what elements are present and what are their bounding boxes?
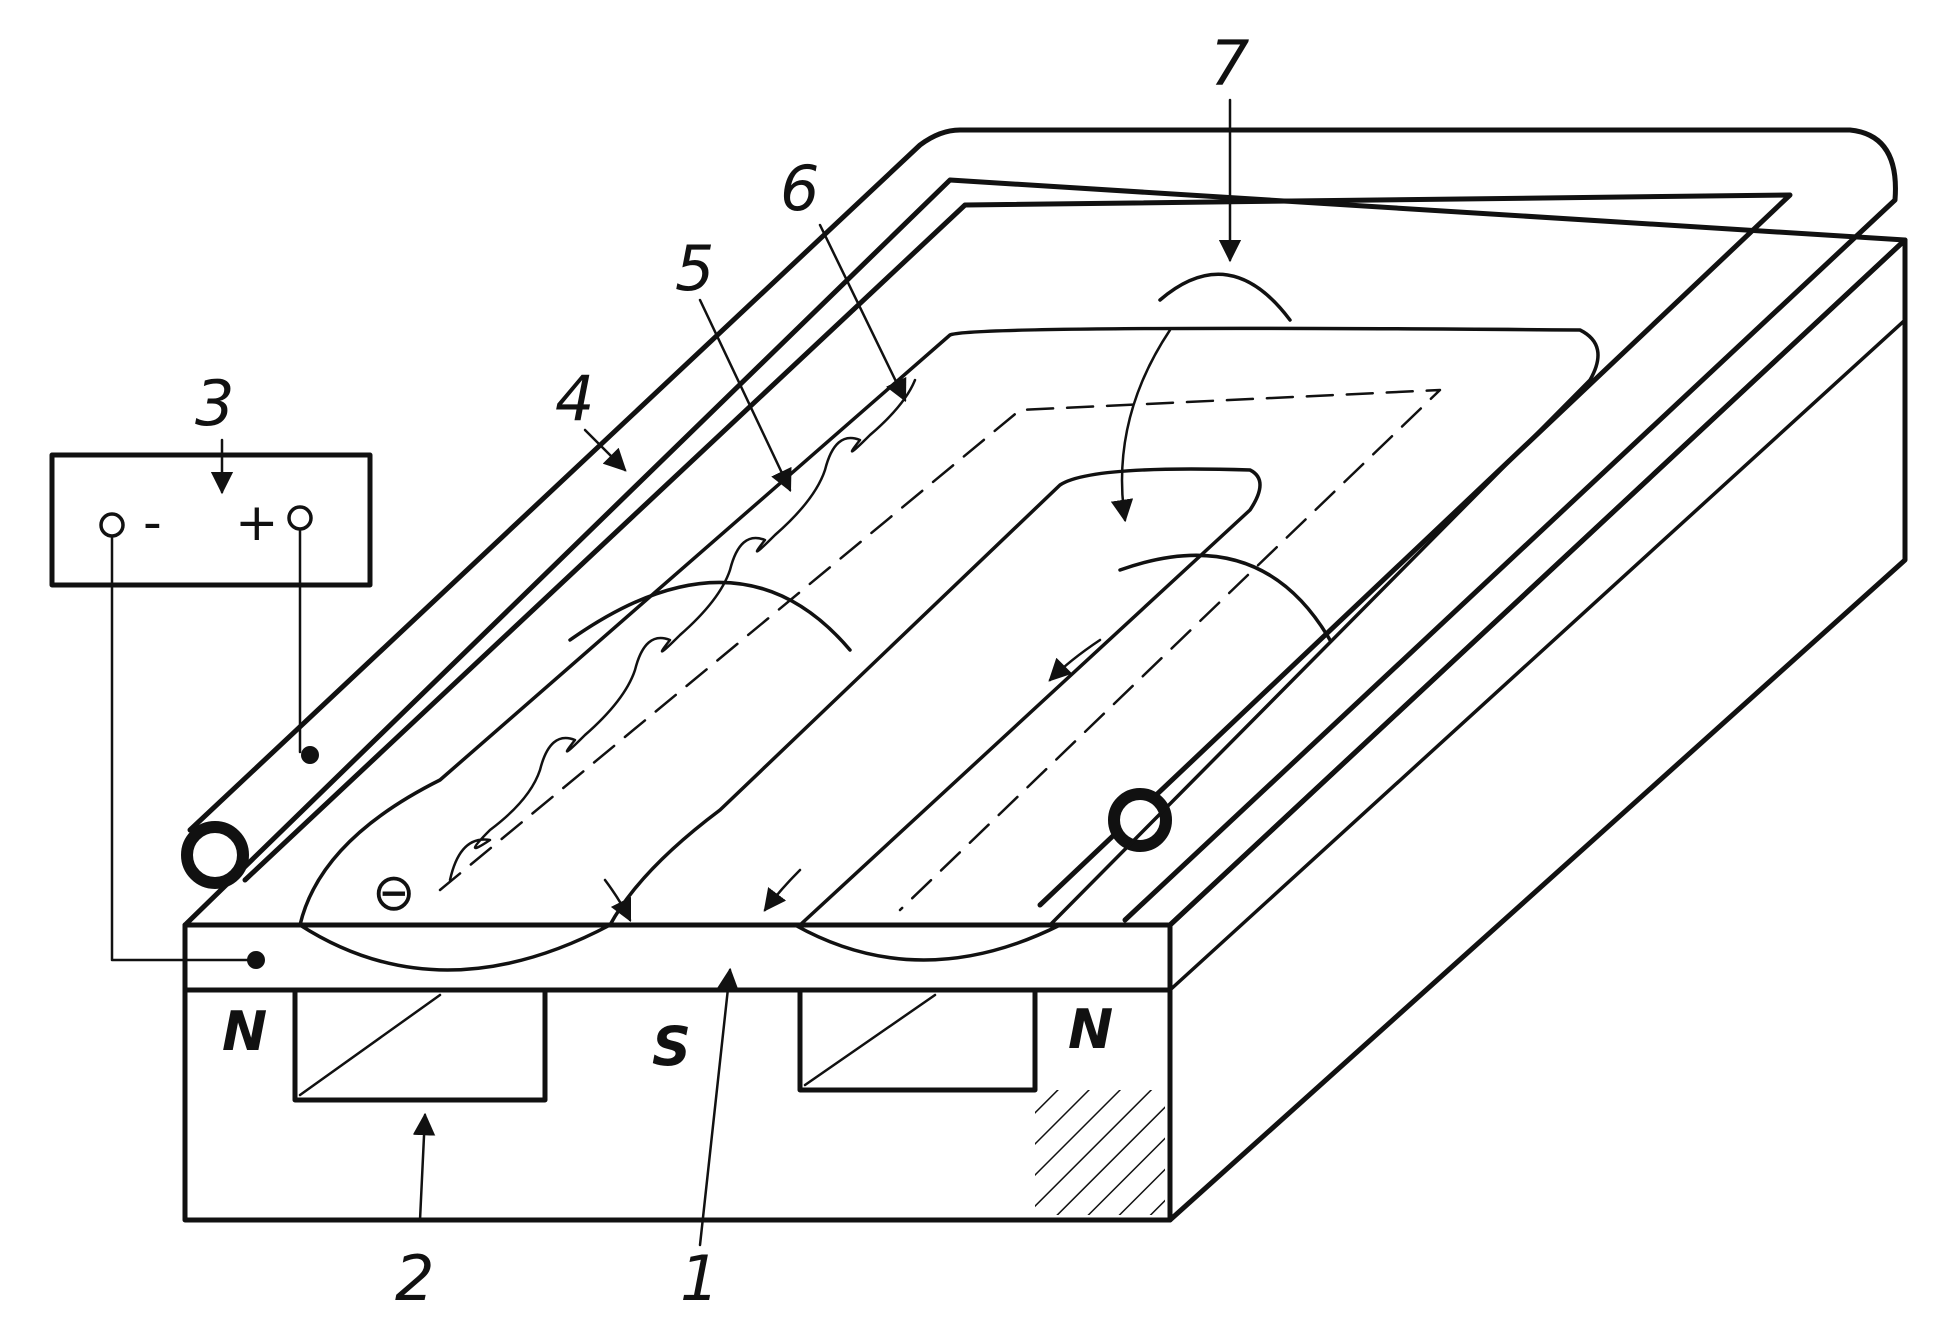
electron-dashed-path (438, 388, 1442, 912)
plasma-inner-loop (608, 467, 1262, 927)
plasma-dome-top (1158, 272, 1292, 322)
target-plate (182, 922, 1173, 993)
positive-terminal (287, 505, 313, 531)
plasma-outer-loop (298, 326, 1600, 927)
plasma-dome-left (568, 580, 852, 652)
field-line-arrow-3 (763, 868, 802, 912)
negative-terminal (99, 512, 125, 538)
power-supply-box (49, 452, 373, 588)
erosion-groove-right (793, 923, 1062, 962)
plasma-ring (298, 272, 1600, 927)
leader-lines (210, 98, 1242, 1247)
power-supply: - + (49, 452, 373, 969)
cathode-terminal-dot (247, 951, 265, 969)
minus-sign: - (143, 493, 162, 553)
target-cross-section (182, 922, 1173, 993)
pole-label-left: N (222, 1000, 267, 1063)
label-2: 2 (395, 1242, 434, 1315)
label-5: 5 (675, 232, 714, 305)
electron-symbol: ⊖ (372, 863, 416, 923)
pole-label-right: N (1068, 998, 1113, 1061)
field-line-arrow-2 (1048, 638, 1102, 682)
anode-outer-edge (187, 127, 1898, 923)
side-face-top-line (1168, 318, 1907, 992)
anode-tube-end-right (1108, 788, 1172, 852)
anode-inner-edge (242, 192, 1793, 908)
anode-terminal-dot (301, 746, 319, 764)
field-line-arrow-1 (1110, 328, 1172, 523)
label-6: 6 (780, 152, 819, 225)
label-7: 7 (1210, 27, 1249, 100)
magnet-side-face (1167, 237, 1908, 1223)
pole-label-center: S (652, 1015, 691, 1078)
magnet-top-surface (182, 177, 1908, 928)
right-pole-pocket (797, 987, 1038, 1093)
label-4: 4 (555, 362, 594, 435)
anode-tube-end-left (181, 821, 249, 889)
left-pole-pocket (292, 987, 548, 1103)
electron-cycloid (448, 378, 917, 882)
label-3: 3 (195, 367, 234, 440)
field-line-arrow-4 (603, 878, 632, 923)
label-1: 1 (680, 1242, 719, 1315)
plasma-dome-right (1118, 553, 1332, 642)
wire-negative (110, 534, 254, 962)
erosion-groove-left (298, 923, 612, 972)
anode-frame (181, 127, 1898, 923)
plus-sign: + (235, 493, 279, 553)
